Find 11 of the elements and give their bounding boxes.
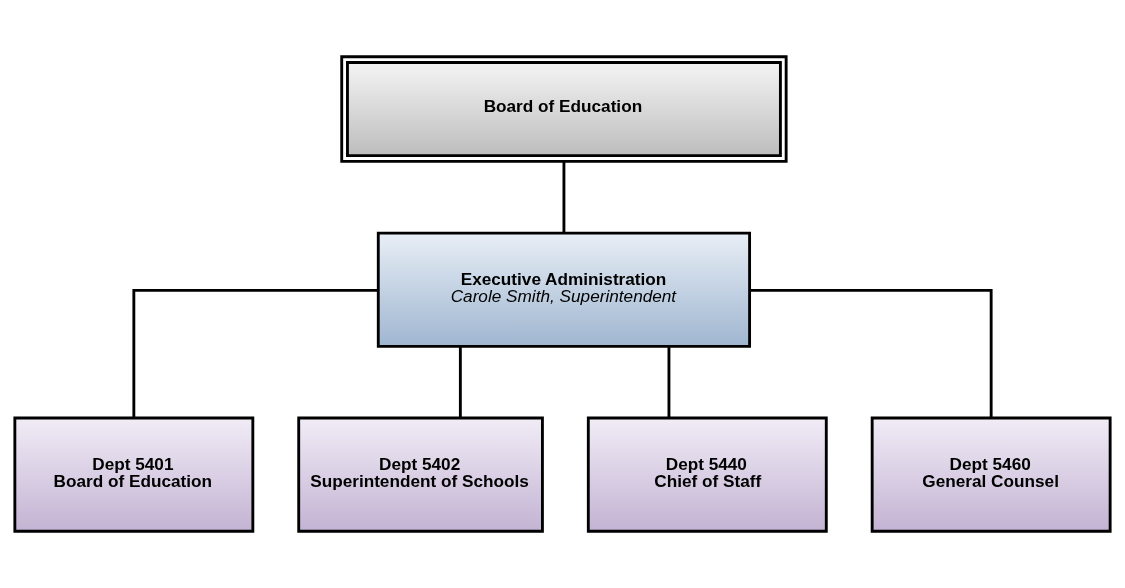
connector xyxy=(132,289,378,418)
connector xyxy=(458,346,462,418)
node-box: Dept 5401 Board of Education xyxy=(13,416,255,533)
node-box: Dept 5460 General Counsel xyxy=(870,416,1112,533)
connector xyxy=(667,346,671,418)
node-box: Board of Education xyxy=(340,55,788,163)
connector xyxy=(562,161,566,233)
node-box: Dept 5402 Superintendent of Schools xyxy=(297,416,544,533)
node-box: Executive Administration Carole Smith, Superintendent xyxy=(376,231,752,348)
connector xyxy=(750,289,993,418)
node-box: Dept 5440 Chief of Staff xyxy=(586,416,828,533)
